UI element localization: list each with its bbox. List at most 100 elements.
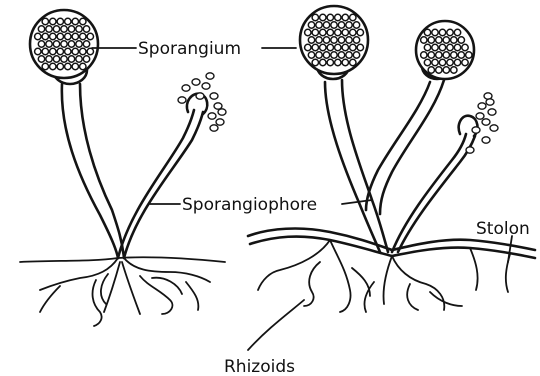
spore-cell	[335, 29, 341, 35]
stolon-leader	[508, 236, 512, 262]
spore-cell	[316, 37, 322, 43]
spore-cell	[436, 52, 442, 58]
spore-cell	[53, 41, 59, 47]
spore-cell	[443, 67, 449, 73]
spore-cell	[323, 22, 329, 28]
spore-cell	[320, 29, 326, 35]
spore-cell	[50, 48, 56, 54]
spore-cell	[57, 63, 63, 69]
spore-cell	[57, 48, 63, 54]
released-spore	[202, 83, 210, 89]
spore-cell	[53, 56, 59, 62]
spore-cell	[312, 14, 318, 20]
spore-cell	[458, 37, 464, 43]
rhizoids-label: Rhizoids	[224, 357, 295, 376]
spore-cell	[323, 37, 329, 43]
spore-cell	[331, 22, 337, 28]
spore-cell	[305, 44, 311, 50]
spore-cell	[87, 48, 93, 54]
spore-cell	[424, 44, 430, 50]
spore-cell	[335, 59, 341, 65]
left-branch-stalk	[118, 110, 203, 258]
spore-cell	[65, 48, 71, 54]
spore-cell	[42, 18, 48, 24]
spore-cell	[65, 63, 71, 69]
released-spore	[182, 85, 190, 91]
released-spore	[210, 93, 218, 99]
released-spore	[206, 73, 214, 79]
spore-cell	[466, 52, 472, 58]
spore-cell	[312, 29, 318, 35]
spore-cell	[462, 59, 468, 65]
spore-cell	[323, 52, 329, 58]
spore-cell	[421, 52, 427, 58]
spore-cell	[327, 44, 333, 50]
spore-cell	[342, 44, 348, 50]
spore-cell	[65, 33, 71, 39]
spore-cell	[83, 26, 89, 32]
spore-cell	[346, 37, 352, 43]
spore-cell	[346, 52, 352, 58]
sporangiophore-label: Sporangiophore	[182, 195, 317, 215]
released-spore	[178, 97, 186, 103]
spore-cell	[424, 59, 430, 65]
spore-cell	[46, 56, 52, 62]
spore-cell	[342, 29, 348, 35]
spore-cell	[353, 22, 359, 28]
right-rhizoids	[258, 240, 510, 312]
spore-cell	[428, 52, 434, 58]
rhizoids-leader	[248, 300, 304, 350]
spore-cell	[432, 29, 438, 35]
released-spore	[472, 127, 480, 133]
spore-cell	[350, 44, 356, 50]
spore-cell	[57, 18, 63, 24]
spore-cell	[342, 59, 348, 65]
spore-cell	[320, 59, 326, 65]
spore-cell	[454, 29, 460, 35]
spore-cell	[320, 14, 326, 20]
spore-cell	[439, 44, 445, 50]
left-released-spores	[178, 73, 226, 131]
spore-cell	[316, 22, 322, 28]
spore-cell	[331, 37, 337, 43]
released-spore	[218, 109, 226, 115]
released-spore	[466, 147, 474, 153]
spore-cell	[443, 52, 449, 58]
spore-cell	[447, 29, 453, 35]
released-spore	[486, 99, 494, 105]
spore-cell	[53, 26, 59, 32]
spore-cell	[451, 67, 457, 73]
spore-cell	[439, 29, 445, 35]
spore-cell	[46, 26, 52, 32]
spore-cell	[335, 44, 341, 50]
released-spore	[482, 137, 490, 143]
spore-cell	[357, 44, 363, 50]
spore-cell	[338, 52, 344, 58]
released-spore	[210, 125, 218, 131]
spore-cell	[327, 14, 333, 20]
spore-cell	[76, 56, 82, 62]
spore-cell	[38, 26, 44, 32]
released-spore	[488, 109, 496, 115]
spore-cell	[436, 37, 442, 43]
spore-cell	[80, 33, 86, 39]
stolon-label: Stolon	[476, 219, 530, 239]
spore-cell	[308, 22, 314, 28]
released-spore	[490, 125, 498, 131]
spore-cell	[61, 41, 67, 47]
spore-cell	[353, 37, 359, 43]
spore-cell	[312, 44, 318, 50]
left-sporangiophore-stalk	[62, 84, 124, 258]
spore-cell	[68, 41, 74, 47]
spore-cell	[42, 33, 48, 39]
spore-cell	[80, 18, 86, 24]
spore-cell	[443, 37, 449, 43]
spore-cell	[46, 41, 52, 47]
spore-cell	[331, 52, 337, 58]
spore-cell	[353, 52, 359, 58]
released-spore	[482, 119, 490, 125]
spore-cell	[38, 56, 44, 62]
spore-cell	[42, 48, 48, 54]
spore-cell	[346, 22, 352, 28]
spore-cell	[454, 59, 460, 65]
